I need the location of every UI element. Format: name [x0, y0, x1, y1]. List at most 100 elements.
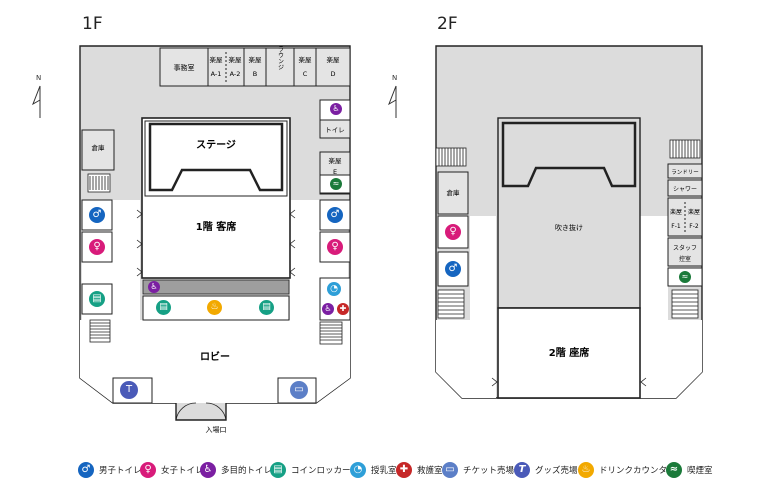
floor-title-1f: 1F — [82, 14, 103, 34]
legend-item: ◔ 授乳室 — [350, 461, 397, 479]
lounge-label: ラウンジ — [277, 46, 284, 70]
legend-item: ♿ 多目的トイレ — [200, 461, 272, 479]
svg-text:スタッフ: スタッフ — [673, 244, 697, 252]
stage-1f — [148, 122, 284, 192]
male-toilet-icon: ♂ — [445, 261, 461, 277]
first-aid-icon: ✚ — [337, 303, 349, 315]
room-staff — [667, 237, 703, 267]
first-aid-icon: ✚ — [396, 462, 412, 478]
stairs-1f-left-top — [87, 173, 111, 193]
male-toilet-icon: ♂ — [89, 207, 105, 223]
goods-shop-icon: T — [514, 462, 530, 478]
female-toilet-icon: ♀ — [89, 239, 105, 255]
svg-text:D: D — [330, 70, 335, 78]
multipurpose-toilet-icon: ♿ — [330, 103, 342, 115]
svg-text:C: C — [303, 70, 308, 78]
room-shower — [667, 179, 703, 197]
goods-shop-icon: T — [120, 381, 138, 399]
female-toilet-icon: ♀ — [140, 462, 156, 478]
room-dressing-a — [207, 47, 245, 87]
legend-item: ♂ 男子トイレ — [78, 461, 142, 479]
male-toilet-icon: ♂ — [327, 207, 343, 223]
atrium-label: 吹き抜け — [555, 223, 583, 232]
svg-text:F-1: F-1 — [671, 223, 681, 230]
smoking-room-icon: ≈ — [330, 178, 342, 190]
legend-item: ♨ ドリンクカウンター — [578, 461, 676, 479]
seats-1f-label: 1階 客席 — [196, 220, 236, 233]
room-office — [159, 47, 209, 87]
smoking-room-icon: ≈ — [666, 462, 682, 478]
legend-label: 救護室 — [417, 466, 443, 476]
svg-text:ランドリー: ランドリー — [671, 169, 699, 176]
multipurpose-toilet-icon: ♿ — [322, 303, 334, 315]
coin-locker-icon: ▤ — [259, 300, 274, 315]
legend-label: 多目的トイレ — [221, 466, 273, 476]
legend-item: ✚ 救護室 — [396, 461, 443, 479]
svg-text:トイレ: トイレ — [325, 126, 345, 134]
entrance-label: 入場口 — [206, 425, 227, 434]
room-storage-1f — [81, 129, 115, 171]
stairs-1f-left-bottom — [89, 319, 111, 343]
legend-label: 喫煙室 — [687, 466, 713, 476]
svg-text:F-2: F-2 — [689, 223, 699, 230]
svg-text:倉庫: 倉庫 — [447, 188, 461, 197]
legend: ♂ 男子トイレ ♀ 女子トイレ ♿ 多目的トイレ ▤ コインロッカー ◔ 授乳室… — [78, 455, 718, 483]
female-toilet-icon: ♀ — [327, 239, 343, 255]
room-dressing-f — [667, 197, 703, 237]
svg-text:控室: 控室 — [679, 255, 691, 263]
north-arrow-1f: N — [32, 74, 41, 118]
legend-item: ▤ コインロッカー — [270, 461, 351, 479]
multipurpose-toilet-icon: ♿ — [200, 462, 216, 478]
coin-locker-icon: ▤ — [89, 291, 105, 307]
legend-item: ▭ チケット売場 — [442, 461, 514, 479]
male-toilet-icon: ♂ — [78, 462, 94, 478]
svg-text:楽屋: 楽屋 — [329, 156, 343, 165]
legend-item: T グッズ売場 — [514, 461, 578, 479]
room-lounge — [265, 47, 295, 87]
legend-item: ≈ 喫煙室 — [666, 461, 713, 479]
legend-label: ドリンクカウンター — [599, 466, 676, 476]
drink-counter-icon: ♨ — [207, 300, 222, 315]
multipurpose-toilet-icon: ♿ — [148, 281, 160, 293]
drink-counter-icon: ♨ — [578, 462, 594, 478]
svg-text:楽屋: 楽屋 — [327, 55, 341, 64]
svg-text:楽屋: 楽屋 — [210, 55, 224, 64]
svg-text:倉庫: 倉庫 — [92, 143, 106, 152]
svg-text:シャワー: シャワー — [673, 186, 697, 193]
room-storage-2f — [437, 171, 469, 215]
stage-label: ステージ — [196, 139, 236, 151]
seats-2f-label: 2階 座席 — [549, 346, 589, 359]
seats-2f — [497, 307, 641, 399]
north-label-1f: N — [36, 74, 41, 82]
legend-label: チケット売場 — [463, 466, 515, 476]
female-toilet-icon: ♀ — [445, 224, 461, 240]
svg-text:楽屋: 楽屋 — [249, 55, 263, 64]
legend-label: 授乳室 — [371, 466, 397, 476]
office-label: 事務室 — [174, 63, 195, 72]
svg-text:楽屋: 楽屋 — [299, 55, 313, 64]
entrance-doors — [175, 402, 227, 421]
north-label-2f: N — [392, 74, 397, 82]
floor-title-2f: 2F — [437, 14, 458, 34]
lobby-label: ロビー — [200, 350, 230, 363]
ticket-counter-icon: ▭ — [290, 381, 308, 399]
coin-locker-icon: ▤ — [156, 300, 171, 315]
svg-text:B: B — [253, 70, 257, 78]
room-laundry — [667, 163, 703, 179]
smoking-room-icon: ≈ — [679, 271, 691, 283]
legend-label: グッズ売場 — [535, 466, 578, 476]
legend-item: ♀ 女子トイレ — [140, 461, 204, 479]
legend-label: コインロッカー — [291, 466, 351, 476]
svg-text:楽屋: 楽屋 — [688, 208, 700, 216]
stairs-1f-right-bottom — [319, 321, 343, 345]
nursing-room-icon: ◔ — [350, 462, 366, 478]
nursing-room-icon: ◔ — [327, 282, 341, 296]
coin-locker-icon: ▤ — [270, 462, 286, 478]
svg-text:A-2: A-2 — [230, 70, 241, 78]
ticket-counter-icon: ▭ — [442, 462, 458, 478]
svg-text:E: E — [333, 168, 337, 176]
svg-text:楽屋: 楽屋 — [229, 55, 243, 64]
legend-label: 男子トイレ — [99, 466, 142, 476]
north-arrow-2f: N — [388, 74, 397, 118]
